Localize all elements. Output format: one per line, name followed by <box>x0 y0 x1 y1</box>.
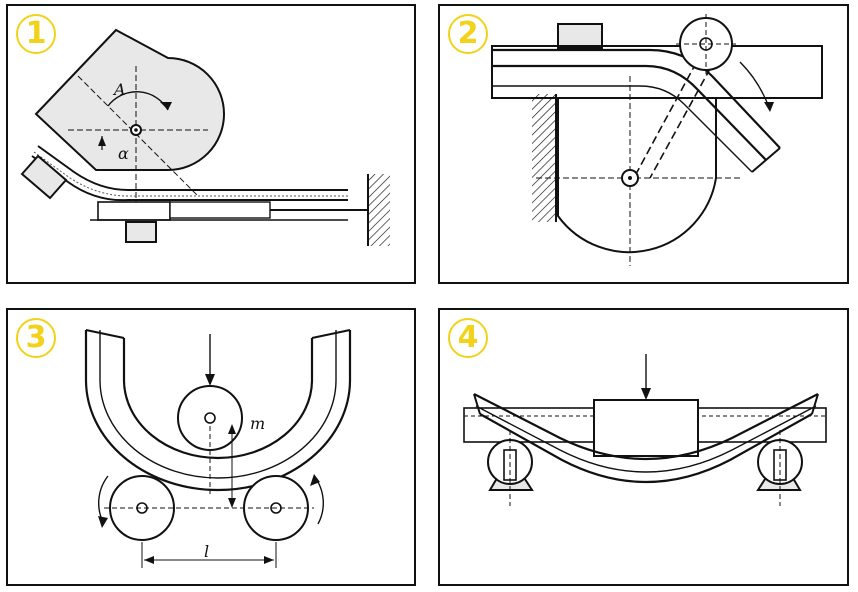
clamp-block <box>20 154 68 200</box>
label-a: A <box>114 80 126 99</box>
pressure-block <box>125 221 157 243</box>
clamp-block <box>557 23 603 49</box>
badge-4-number: 4 <box>457 320 479 355</box>
panel-1-drawing <box>20 28 390 246</box>
panel-1-rotary-draw-bending: A α 1 <box>6 4 416 284</box>
tube <box>31 155 348 202</box>
badge-2-number: 2 <box>457 16 479 51</box>
panel-3-drawing <box>84 329 352 568</box>
tube <box>473 393 819 461</box>
bend-die <box>34 28 225 171</box>
badge-2: 2 <box>448 14 488 54</box>
pressing-die <box>593 399 699 457</box>
label-m: m <box>250 414 266 433</box>
tube <box>84 330 352 492</box>
badge-1: 1 <box>16 14 56 54</box>
badge-3: 3 <box>16 318 56 358</box>
mandrel <box>97 201 171 221</box>
panel-3-three-roll-bending: m l 3 <box>6 308 416 586</box>
label-alpha: α <box>118 144 129 163</box>
wall <box>532 94 556 222</box>
panel-2-roller-bending: 2 <box>438 4 849 284</box>
badge-4: 4 <box>448 318 488 358</box>
panel-2-drawing <box>491 14 823 266</box>
wall <box>368 174 390 246</box>
panel-4-drawing <box>463 354 827 506</box>
panel-4-press-bending: 4 <box>438 308 849 586</box>
badge-1-number: 1 <box>25 16 47 51</box>
badge-3-number: 3 <box>25 320 47 355</box>
label-l: l <box>204 542 210 561</box>
